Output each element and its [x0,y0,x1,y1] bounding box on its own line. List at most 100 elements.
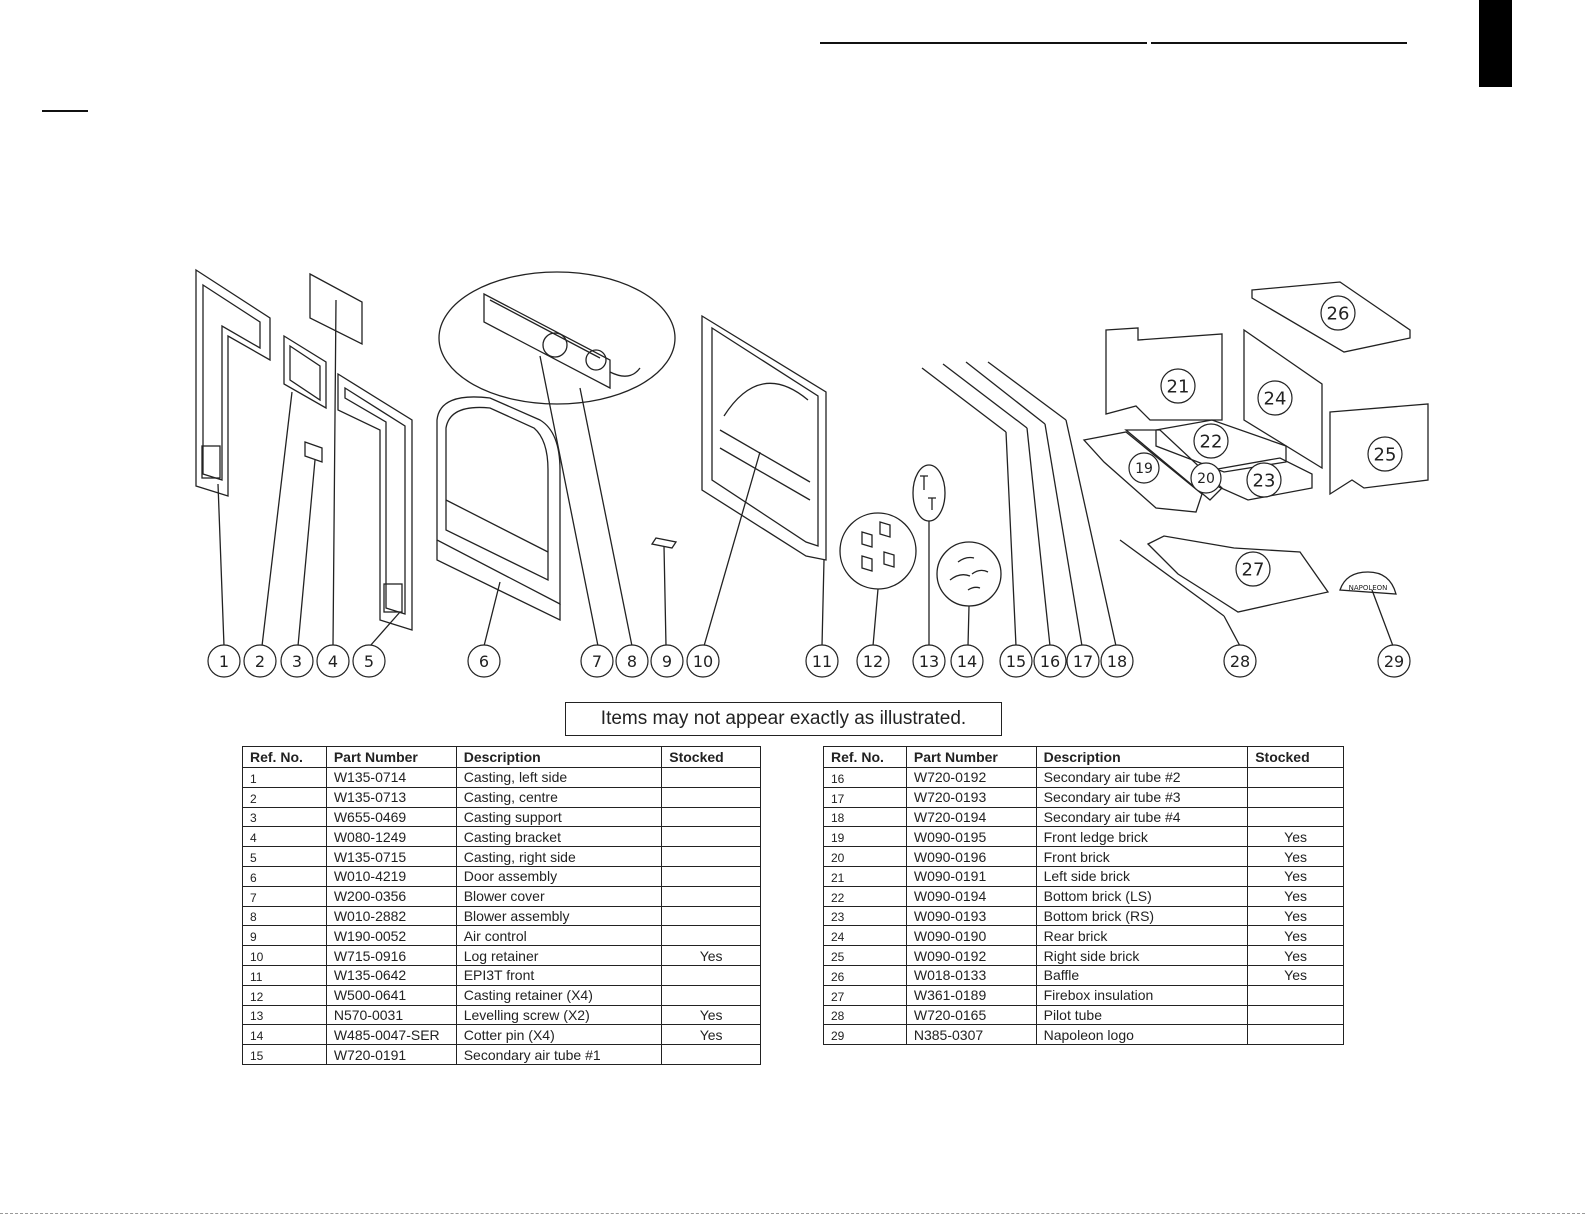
callout-number: 22 [1200,431,1223,452]
callout-18: 18 [1100,644,1134,678]
ref-number-cell: 14 [242,1024,327,1046]
description-cell: Levelling screw (X2) [455,1004,663,1026]
ref-number-cell: 25 [823,945,907,966]
stocked-cell [661,846,761,867]
description-cell: Front brick [1035,846,1249,867]
ref-number-cell: 1 [242,767,327,788]
description-cell: Casting, right side [455,846,663,867]
part-number-cell: W135-0715 [325,846,457,867]
callout-number: 8 [627,652,637,671]
callout-11: 11 [805,644,839,678]
callout-circle [1160,368,1196,404]
callout-23: 23 [1246,462,1282,498]
description-cell: Blower assembly [455,905,663,927]
callout-number: 2 [255,652,265,671]
ref-number-cell: 7 [242,885,327,907]
part-number-cell: N570-0031 [325,1004,457,1026]
callout-26: 26 [1320,295,1356,331]
callout-number: 23 [1253,470,1276,491]
part-number-cell: W135-0714 [325,767,457,788]
header-rule-left [820,42,1147,44]
part-number-cell: W135-0713 [325,786,457,808]
callout-number: 27 [1242,559,1265,580]
callout-number: 7 [592,652,602,671]
stocked-cell [1247,806,1344,828]
ref-number-cell: 6 [242,865,327,887]
part-number-cell: W080-1249 [325,826,457,848]
callout-circle [805,644,839,678]
callout-circle [950,644,984,678]
callout-20: 20 [1190,462,1222,494]
part-number-cell: W715-0916 [325,945,457,966]
callout-number: 29 [1384,652,1404,671]
callout-circle [912,644,946,678]
callout-number: 17 [1073,652,1093,671]
callout-number: 10 [693,652,713,671]
stocked-cell [1247,767,1344,788]
stocked-cell [661,806,761,828]
stocked-cell: Yes [1247,846,1344,867]
description-cell: Casting, left side [455,767,663,788]
callout-number: 19 [1135,461,1153,477]
callout-number: 21 [1167,376,1190,397]
ref-number-cell: 19 [823,826,907,848]
stocked-cell [661,925,761,947]
callout-number: 11 [812,652,832,671]
callout-28: 28 [1223,644,1257,678]
part-number-cell: W090-0196 [905,846,1037,867]
ref-number-cell: 20 [823,846,907,867]
stocked-cell [661,865,761,887]
part-number-cell: W090-0194 [905,885,1037,907]
callout-number: 14 [957,652,977,671]
ref-number-cell: 2 [242,786,327,808]
ref-number-cell: 27 [823,984,907,1006]
section-rule [42,110,88,112]
part-number-cell: W010-2882 [325,905,457,927]
description-cell: Baffle [1035,964,1249,986]
callout-number: 3 [292,652,302,671]
column-header-part-number: Part Number [325,746,457,768]
callout-circle [580,644,614,678]
description-cell: Firebox insulation [1035,984,1249,1006]
callout-circle [467,644,501,678]
ref-number-cell: 18 [823,806,907,828]
description-cell: Log retainer [455,945,663,966]
stocked-cell: Yes [661,945,761,966]
callout-number: 24 [1264,388,1287,409]
description-cell: Pilot tube [1035,1004,1249,1026]
napoleon-logo-text: NAPOLEON [1349,584,1388,592]
callout-4: 4 [316,644,350,678]
stocked-cell: Yes [1247,945,1344,966]
callout-number: 26 [1327,303,1350,324]
callout-number: 13 [919,652,939,671]
callout-circle [1190,462,1222,494]
description-cell: EPI3T front [455,964,663,986]
callout-circle [1033,644,1067,678]
page-bottom-divider [0,1213,1585,1214]
callout-17: 17 [1066,644,1100,678]
ref-number-cell: 15 [242,1044,327,1065]
callout-circle [1066,644,1100,678]
callout-circle [615,644,649,678]
ref-number-cell: 23 [823,905,907,927]
callout-number: 16 [1040,652,1060,671]
callout-22: 22 [1193,423,1229,459]
stocked-cell [661,767,761,788]
callout-number: 12 [863,652,883,671]
